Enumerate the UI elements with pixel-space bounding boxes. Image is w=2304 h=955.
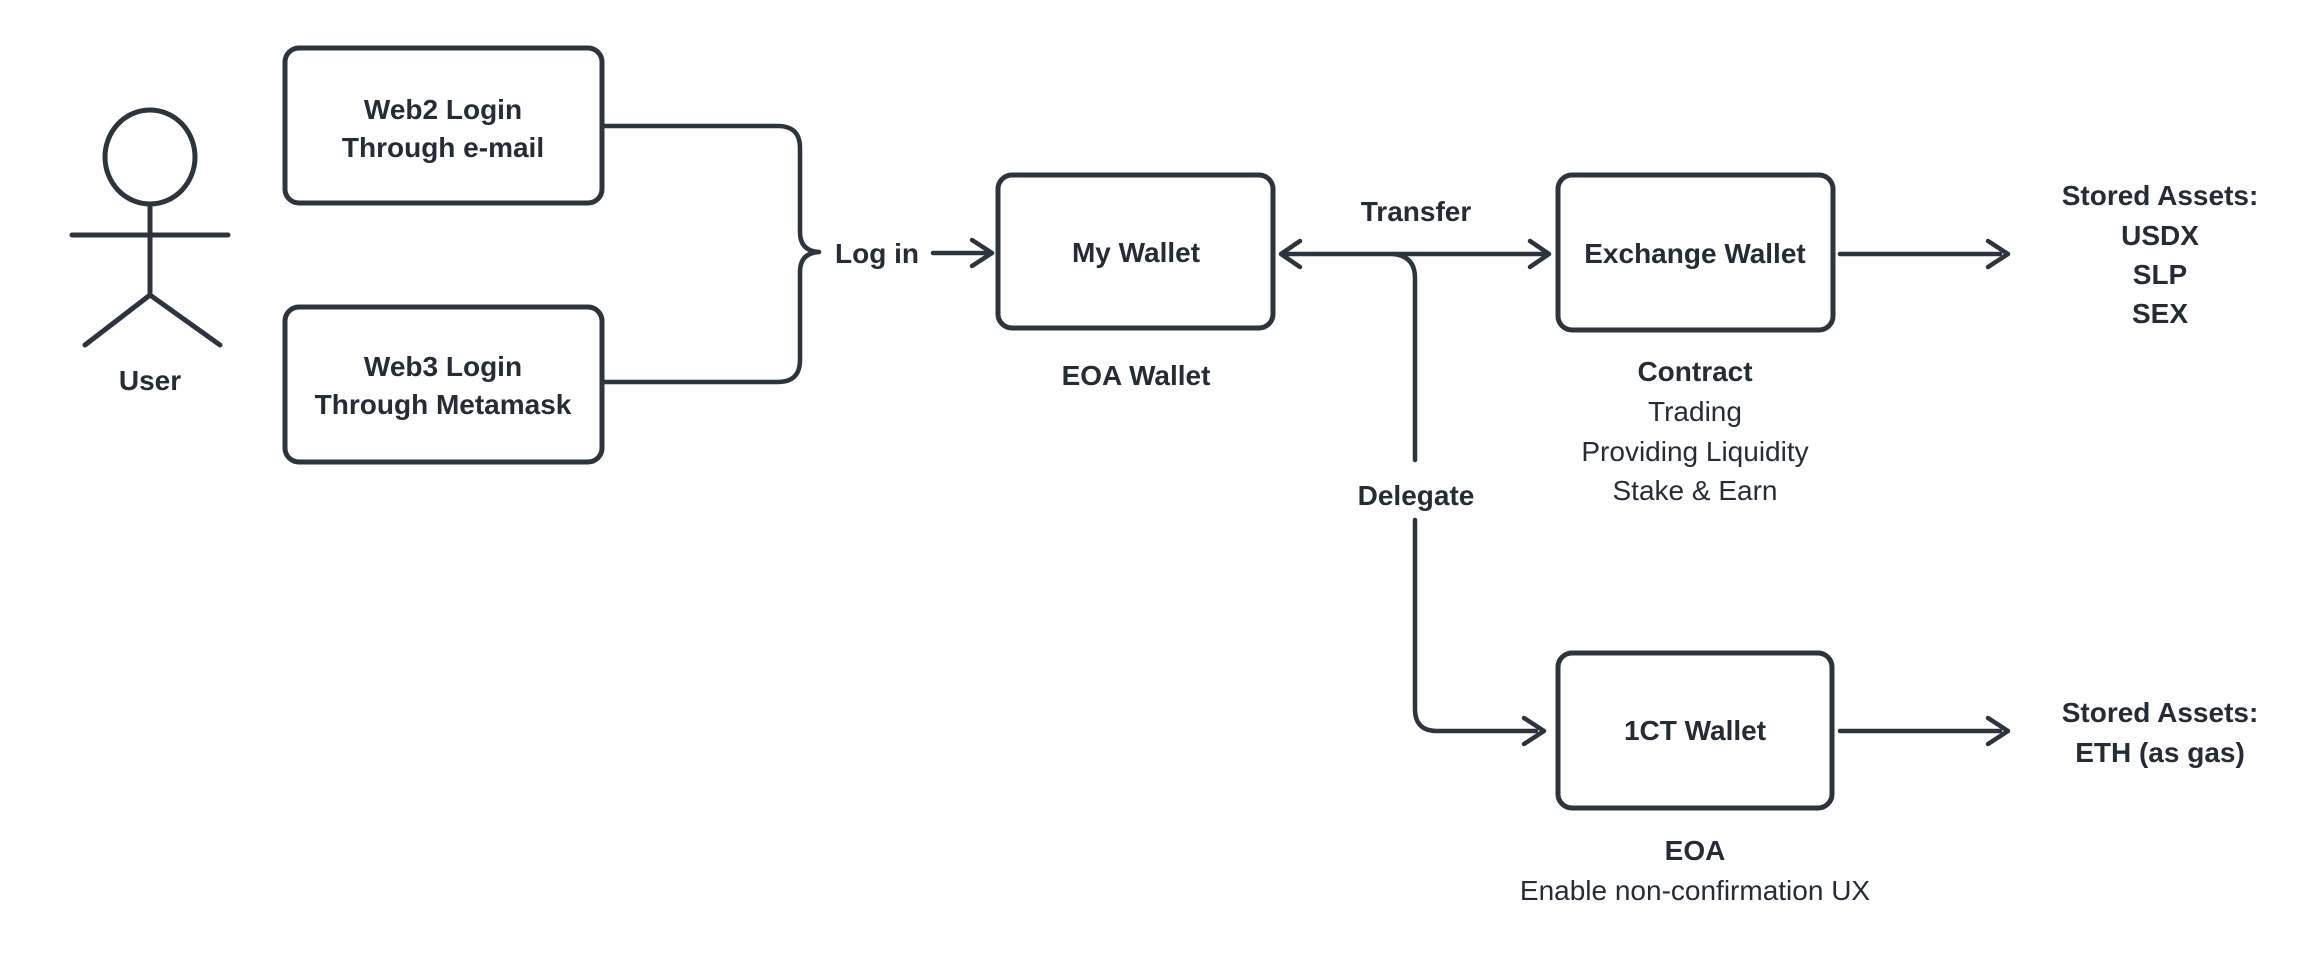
one-ct-wallet-caption-title: EOA xyxy=(1664,835,1726,866)
exchange-wallet-label: Exchange Wallet xyxy=(1584,238,1806,269)
exchange-wallet-caption-title: Contract xyxy=(1637,356,1753,387)
user-actor-icon xyxy=(69,107,231,348)
exchange-wallet-box xyxy=(1555,172,1836,333)
exchange-wallet-caption-item: Providing Liquidity xyxy=(1581,436,1809,467)
exchange-wallet-caption-item: Stake & Earn xyxy=(1612,475,1778,506)
delegate-edge-label: Delegate xyxy=(1357,480,1475,511)
transfer-arrow xyxy=(1278,238,1552,270)
login-arrow xyxy=(930,237,995,269)
merge-brace xyxy=(599,123,822,385)
web3-login-label: Web3 Login Through Metamask xyxy=(314,351,572,420)
stored-asset-item: ETH (as gas) xyxy=(2075,737,2245,768)
stored-asset-item: USDX xyxy=(2121,220,2199,251)
my-wallet-label: My Wallet xyxy=(1071,237,1201,268)
user-actor-label: User xyxy=(118,365,182,396)
login-edge-label: Log in xyxy=(835,238,919,269)
stored-asset-item: SEX xyxy=(2131,298,2189,329)
exchange-wallet-caption-item: Trading xyxy=(1648,396,1742,427)
one-ct-wallet-label: 1CT Wallet xyxy=(1623,715,1767,746)
transfer-edge-label: Transfer xyxy=(1360,196,1472,227)
stored-assets-title: Stored Assets: xyxy=(2061,697,2259,728)
stored-assets-title: Stored Assets: xyxy=(2061,180,2259,211)
exchange-assets-arrow xyxy=(1837,238,2011,270)
one-ct-wallet-caption-item: Enable non-confirmation UX xyxy=(1519,875,1871,906)
my-wallet-box xyxy=(995,172,1276,331)
stored-asset-item: SLP xyxy=(2132,259,2188,290)
one-ct-assets-arrow xyxy=(1837,715,2011,747)
one-ct-wallet-box xyxy=(1555,650,1835,811)
delegate-branch-arrow xyxy=(1390,251,1547,747)
web2-login-label: Web2 Login Through e-mail xyxy=(341,94,545,163)
web3-login-box xyxy=(282,304,605,465)
my-wallet-caption: EOA Wallet xyxy=(1061,360,1211,391)
